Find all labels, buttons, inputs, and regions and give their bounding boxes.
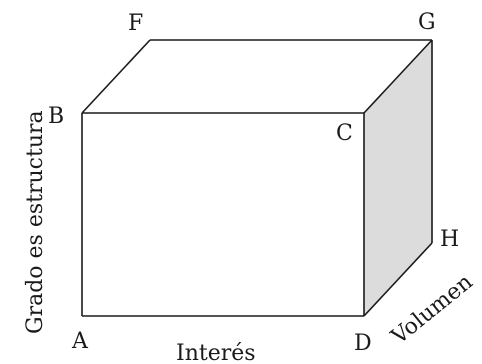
vertex-label-f: F [128,11,143,36]
axis-label-y: Grado es estructura [23,110,48,334]
edge-bf [81,39,151,114]
vertex-label-h: H [440,227,459,252]
cube-side-face [364,40,432,316]
vertex-label-d: D [354,331,372,356]
edge-dh [363,242,433,317]
vertex-label-a: A [71,329,89,354]
vertex-label-g: G [418,10,436,35]
axis-label-z: Volumen [386,270,477,351]
axis-label-x: Interés [176,341,256,364]
edge-cg [363,39,433,114]
cube-top-face [82,40,432,113]
cube-front-face [82,113,364,316]
vertex-label-c: C [336,121,353,146]
vertex-label-b: B [48,104,64,129]
